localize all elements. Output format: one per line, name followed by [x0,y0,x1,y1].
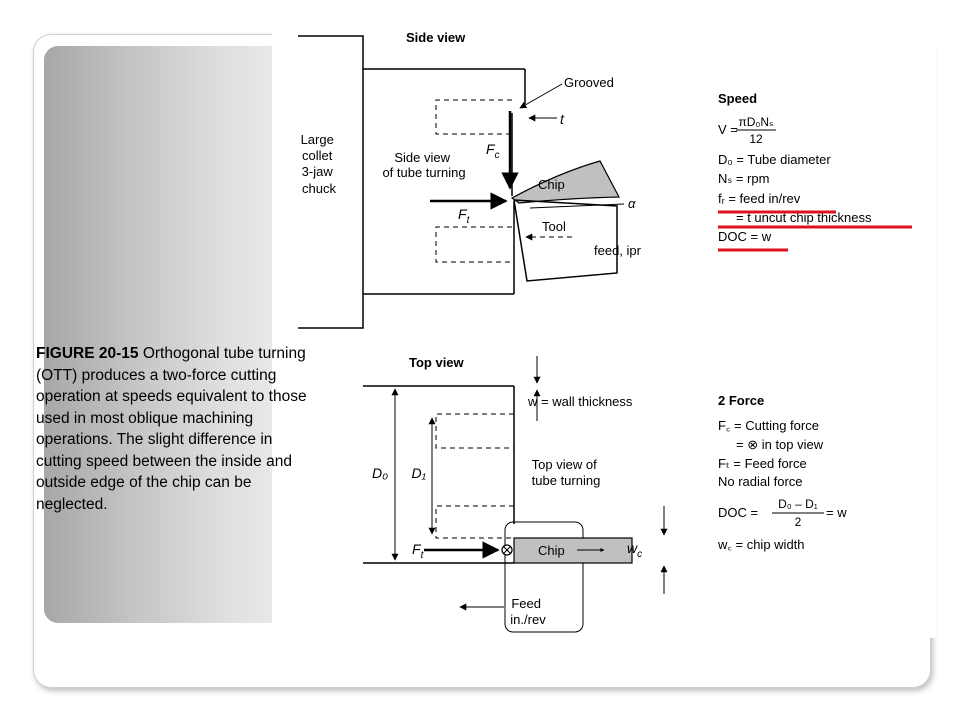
wall-thickness-label: w = wall thickness [527,394,633,409]
force-ft: Fₜ = Feed force [718,456,807,471]
top-bore-upper-dashed [435,413,514,449]
feed-label-top: Feed in./rev [510,596,546,627]
force-doc-suffix: = w [826,505,847,520]
figure-caption: FIGURE 20-15 Orthogonal tube turning (OT… [36,343,311,515]
bore-lower-dashed [435,226,512,263]
force-wc: w꜀ = chip width [717,537,805,552]
figure-number: FIGURE 20-15 [36,345,139,362]
force-fc: F꜀ = Cutting force [718,418,819,433]
chip-shape [510,160,620,204]
wc-label-top: wc [627,540,642,560]
force-doc-prefix: DOC = [718,505,758,520]
tool-label: Tool [542,219,566,234]
speed-doc: DOC = w [718,229,772,244]
chuck-label: Large collet 3-jaw chuck [301,132,338,196]
grooved-label: Grooved [564,75,614,90]
feed-label-side: feed, ipr [594,243,642,258]
speed-v-denominator: 12 [749,132,763,146]
diagram-svg: Side view Large collet 3-jaw chuck Groov… [298,30,912,633]
t-label: t [560,111,565,127]
ft-label-top: Ft [412,541,425,561]
force-radial: No radial force [718,474,803,489]
top-view-tube-label: Top view of tube turning [532,457,601,488]
speed-v-label: V = [718,122,738,137]
top-view-title: Top view [409,355,465,370]
rake-angle-line [529,203,625,209]
chip-label: Chip [538,177,565,192]
chip-label-top: Chip [538,543,565,558]
caption-text: Orthogonal tube turning (OTT) produces a… [36,345,307,513]
d1-label: D₁ [411,465,426,481]
gradient-panel [44,46,294,623]
chip-bar-top [513,537,633,564]
tool-outline-top [504,521,584,633]
force-doc-numerator: D₀ – D₁ [778,497,818,511]
figure-diagram: Side view Large collet 3-jaw chuck Groov… [272,26,936,638]
speed-v-numerator: πD₀Nₛ [738,115,773,129]
tool-outline [513,199,618,282]
speed-ns: Nₛ = rpm [718,171,769,186]
cross-line-2 [503,546,511,554]
alpha-label: α [628,196,636,211]
chuck-outline [298,35,364,329]
speed-d0: D₀ = Tube diameter [718,152,831,167]
speed-title: Speed [718,91,757,106]
force-fc2: = ⊗ in top view [736,437,824,452]
speed-fr: fᵣ = feed in/rev [718,191,801,206]
grooved-pointer [519,83,563,109]
bore-upper-dashed [435,99,512,135]
fc-label: Fc [486,141,500,161]
side-view-tube-label: Side view of tube turning [382,150,465,180]
force-title: 2 Force [718,393,764,408]
speed-t: = t uncut chip thickness [736,210,872,225]
force-doc-denominator: 2 [795,515,802,529]
d0-label: D₀ [372,465,388,481]
ft-label-side: Ft [458,206,471,226]
side-view-title: Side view [406,30,466,45]
top-bore-lower-dashed [435,505,514,539]
